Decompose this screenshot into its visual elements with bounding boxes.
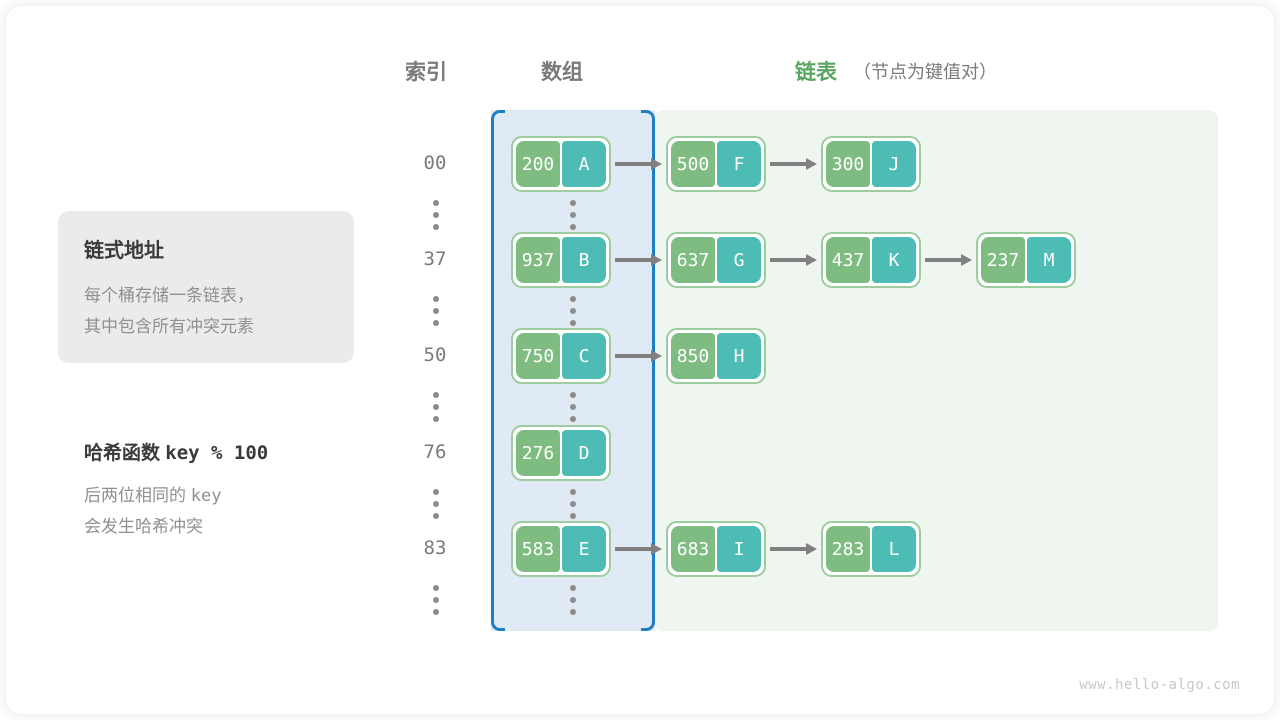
node-value: B [562, 237, 606, 283]
info-card-line-1: 每个桶存储一条链表， [84, 286, 254, 305]
node-key: 200 [516, 141, 560, 187]
node-value: A [562, 141, 606, 187]
header-index: 索引 [405, 61, 447, 84]
node-key: 500 [671, 141, 715, 187]
node-value: C [562, 333, 606, 379]
array-panel-bottom-mask [505, 626, 641, 631]
hash-function-label: 哈希函数 [84, 443, 161, 464]
watermark: www.hello-algo.com [1079, 677, 1240, 693]
next-pointer-arrow [615, 350, 662, 362]
bucket-index-label: 83 [423, 537, 447, 559]
node-key: 437 [826, 237, 870, 283]
bucket-index-label: 00 [423, 152, 447, 174]
array-ellipsis [570, 489, 576, 519]
hash-note-line-1-code: key [190, 486, 222, 506]
node-key: 283 [826, 526, 870, 572]
index-ellipsis [433, 489, 439, 519]
node-key: 937 [516, 237, 560, 283]
hash-function-expression: key % 100 [165, 442, 269, 464]
array-panel-top-mask [505, 110, 641, 115]
node-key: 850 [671, 333, 715, 379]
array-ellipsis [570, 296, 576, 326]
node-value: E [562, 526, 606, 572]
index-ellipsis [433, 392, 439, 422]
next-pointer-arrow [925, 254, 972, 266]
info-card-title: 链式地址 [84, 240, 164, 262]
array-ellipsis [570, 392, 576, 422]
header-array: 数组 [541, 61, 583, 84]
next-pointer-arrow [615, 543, 662, 555]
node-value: M [1027, 237, 1071, 283]
index-ellipsis [433, 296, 439, 326]
bucket-index-label: 50 [423, 344, 447, 366]
node-key: 683 [671, 526, 715, 572]
hash-note-line-1: 后两位相同的 key [84, 481, 221, 506]
next-pointer-arrow [770, 543, 817, 555]
hash-function-title: 哈希函数 key % 100 [84, 438, 268, 465]
node-value: I [717, 526, 761, 572]
node-key: 583 [516, 526, 560, 572]
hash-note-line-2: 会发生哈希冲突 [84, 517, 203, 536]
next-pointer-arrow [770, 158, 817, 170]
node-value: G [717, 237, 761, 283]
node-value: K [872, 237, 916, 283]
node-value: H [717, 333, 761, 379]
node-key: 237 [981, 237, 1025, 283]
node-key: 276 [516, 430, 560, 476]
bucket-index-label: 37 [423, 248, 447, 270]
bucket-index-label: 76 [423, 441, 447, 463]
header-linked-list-subtitle: （节点为键值对） [853, 62, 997, 82]
next-pointer-arrow [615, 254, 662, 266]
info-card-line-2: 其中包含所有冲突元素 [84, 317, 254, 336]
node-value: J [872, 141, 916, 187]
next-pointer-arrow [770, 254, 817, 266]
node-key: 637 [671, 237, 715, 283]
node-key: 750 [516, 333, 560, 379]
array-ellipsis [570, 200, 576, 230]
next-pointer-arrow [615, 158, 662, 170]
node-value: L [872, 526, 916, 572]
header-linked-list: 链表 [795, 61, 837, 84]
node-value: D [562, 430, 606, 476]
array-ellipsis [570, 585, 576, 615]
info-card [58, 211, 354, 363]
hash-note-line-1-text: 后两位相同的 [84, 486, 186, 505]
index-ellipsis [433, 585, 439, 615]
node-key: 300 [826, 141, 870, 187]
index-ellipsis [433, 200, 439, 230]
node-value: F [717, 141, 761, 187]
